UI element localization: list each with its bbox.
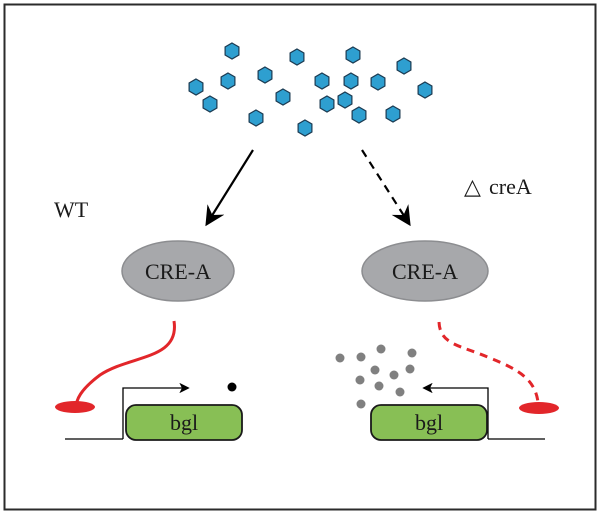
ligand-hexagon xyxy=(319,95,335,113)
ligand-hexagon xyxy=(370,73,386,91)
ligand-hexagon xyxy=(188,78,204,96)
figure-frame xyxy=(3,3,597,511)
ligand-hexagon xyxy=(202,95,218,113)
mutant-gene-locus: bgl xyxy=(335,344,545,441)
wt-transcription-start-arrow xyxy=(122,382,190,439)
mutant-label: △ creA xyxy=(464,174,532,199)
ligand-hexagon xyxy=(345,46,361,64)
left-crea-protein: CRE-A xyxy=(121,240,235,302)
ligand-hexagon xyxy=(351,106,367,124)
wt-repressor-link xyxy=(74,320,176,409)
ligand-hexagon xyxy=(275,88,291,106)
ligand-hexagon xyxy=(314,72,330,90)
left-crea-label: CRE-A xyxy=(145,259,211,284)
gene-product-dot xyxy=(370,365,380,375)
gene-product-dot xyxy=(374,381,384,391)
right-crea-label: CRE-A xyxy=(392,259,458,284)
gene-product-dot xyxy=(356,352,366,362)
left-crea-ellipse xyxy=(121,240,235,302)
gene-product-dot xyxy=(407,348,417,358)
mutant-bgl-gene xyxy=(370,404,488,441)
right-crea-protein: CRE-A xyxy=(361,240,489,302)
ligand-hexagon xyxy=(385,105,401,123)
mutant-gene-products xyxy=(335,344,417,409)
ligand-hexagon xyxy=(220,72,236,90)
crea-gene-name: creA xyxy=(489,174,532,199)
ligand-hexagon xyxy=(289,48,305,66)
mutant-repressor-link-dashed xyxy=(437,321,540,403)
gene-product-dot xyxy=(355,375,365,385)
wt-repressor-binding-site xyxy=(55,401,95,413)
ligand-hexagon xyxy=(343,72,359,90)
wt-bgl-gene xyxy=(125,404,243,441)
gene-product-dot xyxy=(405,364,415,374)
wt-gene-locus: bgl xyxy=(65,382,243,441)
gene-product-dot xyxy=(335,353,345,363)
ligand-hexagon xyxy=(224,42,240,60)
gene-product-dot xyxy=(356,399,366,409)
wt-gene-product-dot xyxy=(227,382,237,392)
wt-label: WT xyxy=(54,197,89,222)
delta-symbol: △ xyxy=(464,174,481,199)
ligand-hexagon xyxy=(337,91,353,109)
right-crea-ellipse xyxy=(361,240,489,302)
wt-bgl-label: bgl xyxy=(170,410,198,435)
wt-signal-arrow xyxy=(205,149,254,227)
ligand-hexagon xyxy=(396,57,412,75)
gene-product-dot xyxy=(395,387,405,397)
mutant-bgl-label: bgl xyxy=(415,410,443,435)
ligand-cluster xyxy=(188,42,433,137)
ligand-hexagon xyxy=(248,109,264,127)
mutant-transcription-start-arrow xyxy=(422,382,489,439)
mutant-signal-arrow-dashed xyxy=(361,149,411,227)
ligand-hexagon xyxy=(417,81,433,99)
mutant-repressor-binding-site xyxy=(519,402,559,414)
ligand-hexagon xyxy=(297,119,313,137)
gene-product-dot xyxy=(376,344,386,354)
ligand-hexagon xyxy=(257,66,273,84)
gene-product-dot xyxy=(389,370,399,380)
